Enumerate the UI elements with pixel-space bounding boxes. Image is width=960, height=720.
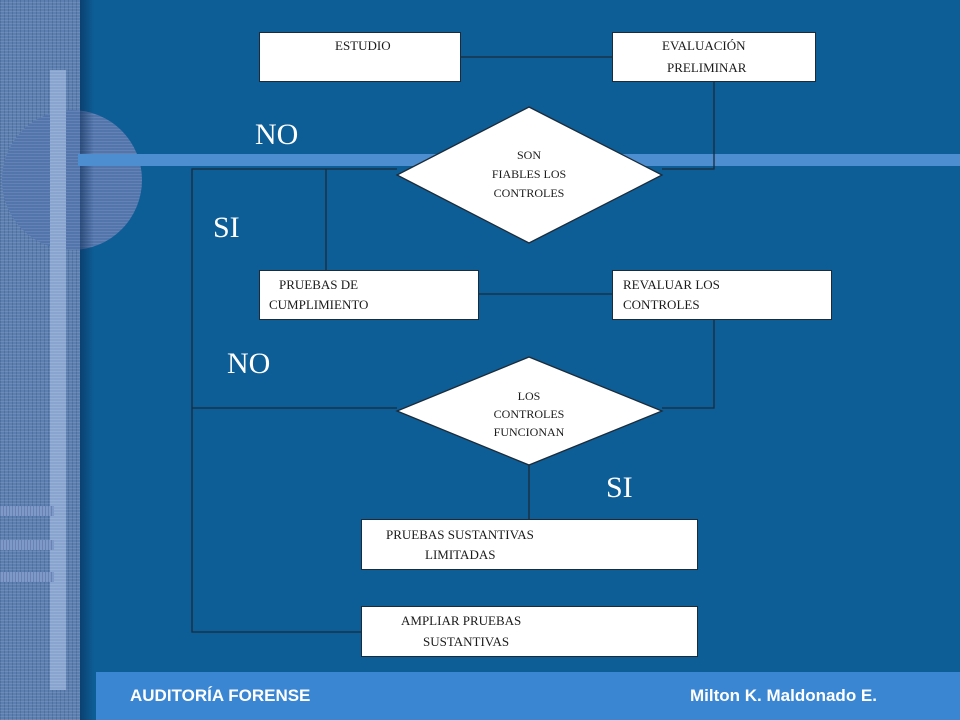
decision-funcionan-text: LOS CONTROLES FUNCIONAN: [459, 387, 599, 441]
box-revaluar-controles: REVALUAR LOS CONTROLES: [612, 270, 832, 320]
decision-funcionan-line1: LOS: [517, 389, 541, 403]
decision-diamond-funcionan: [395, 356, 664, 466]
branch-label-no-1: NO: [255, 118, 299, 151]
box-evaluacion-label-line1: EVALUACIÓN: [662, 38, 746, 53]
connector-revaluar-decision: [662, 319, 715, 409]
decision-fiables-text: SON FIABLES LOS CONTROLES: [459, 146, 599, 203]
footer-author: Milton K. Maldonado E.: [690, 686, 877, 705]
side-decoration-tick: [0, 572, 54, 582]
box-revaluar-label-line1: REVALUAR LOS: [623, 277, 720, 292]
box-ampliar-pruebas-sustantivas: AMPLIAR PRUEBAS SUSTANTIVAS: [361, 606, 698, 657]
box-evaluacion-preliminar: EVALUACIÓN PRELIMINAR: [612, 32, 816, 82]
decision-diamond-fiables: [395, 106, 664, 244]
side-decoration-shade: [80, 0, 94, 720]
side-decoration-tick: [0, 540, 54, 550]
decision-fiables-line3: CONTROLES: [493, 186, 565, 200]
decision-funcionan-line3: FUNCIONAN: [493, 425, 565, 439]
decision-fiables-line1: SON: [516, 148, 541, 162]
branch-label-si-2: SI: [606, 471, 633, 504]
footer-bar: AUDITORÍA FORENSE Milton K. Maldonado E.: [96, 672, 960, 720]
footer-title: AUDITORÍA FORENSE: [130, 686, 311, 705]
side-decoration-bar: [50, 70, 66, 690]
box-estudio: ESTUDIO: [259, 32, 461, 82]
box-cumplimiento-label-line2: CUMPLIMIENTO: [269, 297, 369, 312]
box-sustantivas-label-line1: PRUEBAS SUSTANTIVAS: [386, 527, 534, 542]
connector-no-ampliar: [191, 168, 397, 633]
box-pruebas-sustantivas-limitadas: PRUEBAS SUSTANTIVAS LIMITADAS: [361, 519, 698, 570]
box-cumplimiento-label-line1: PRUEBAS DE: [279, 277, 359, 292]
side-decoration-circle: [2, 110, 142, 250]
side-decoration-tick: [0, 506, 54, 516]
box-pruebas-cumplimiento: PRUEBAS DE CUMPLIMIENTO: [259, 270, 479, 320]
box-ampliar-label-line2: SUSTANTIVAS: [423, 634, 510, 649]
branch-label-si-1: SI: [213, 211, 240, 244]
box-evaluacion-label-line2: PRELIMINAR: [667, 60, 747, 75]
decision-fiables-line2: FIABLES LOS: [491, 167, 567, 181]
box-estudio-label: ESTUDIO: [335, 38, 391, 53]
box-revaluar-label-line2: CONTROLES: [623, 297, 700, 312]
box-sustantivas-label-line2: LIMITADAS: [425, 547, 496, 562]
box-ampliar-label-line1: AMPLIAR PRUEBAS: [401, 613, 522, 628]
decision-funcionan-line2: CONTROLES: [493, 407, 565, 421]
connector-evaluacion-decision: [662, 81, 715, 170]
branch-label-no-2: NO: [227, 347, 271, 380]
